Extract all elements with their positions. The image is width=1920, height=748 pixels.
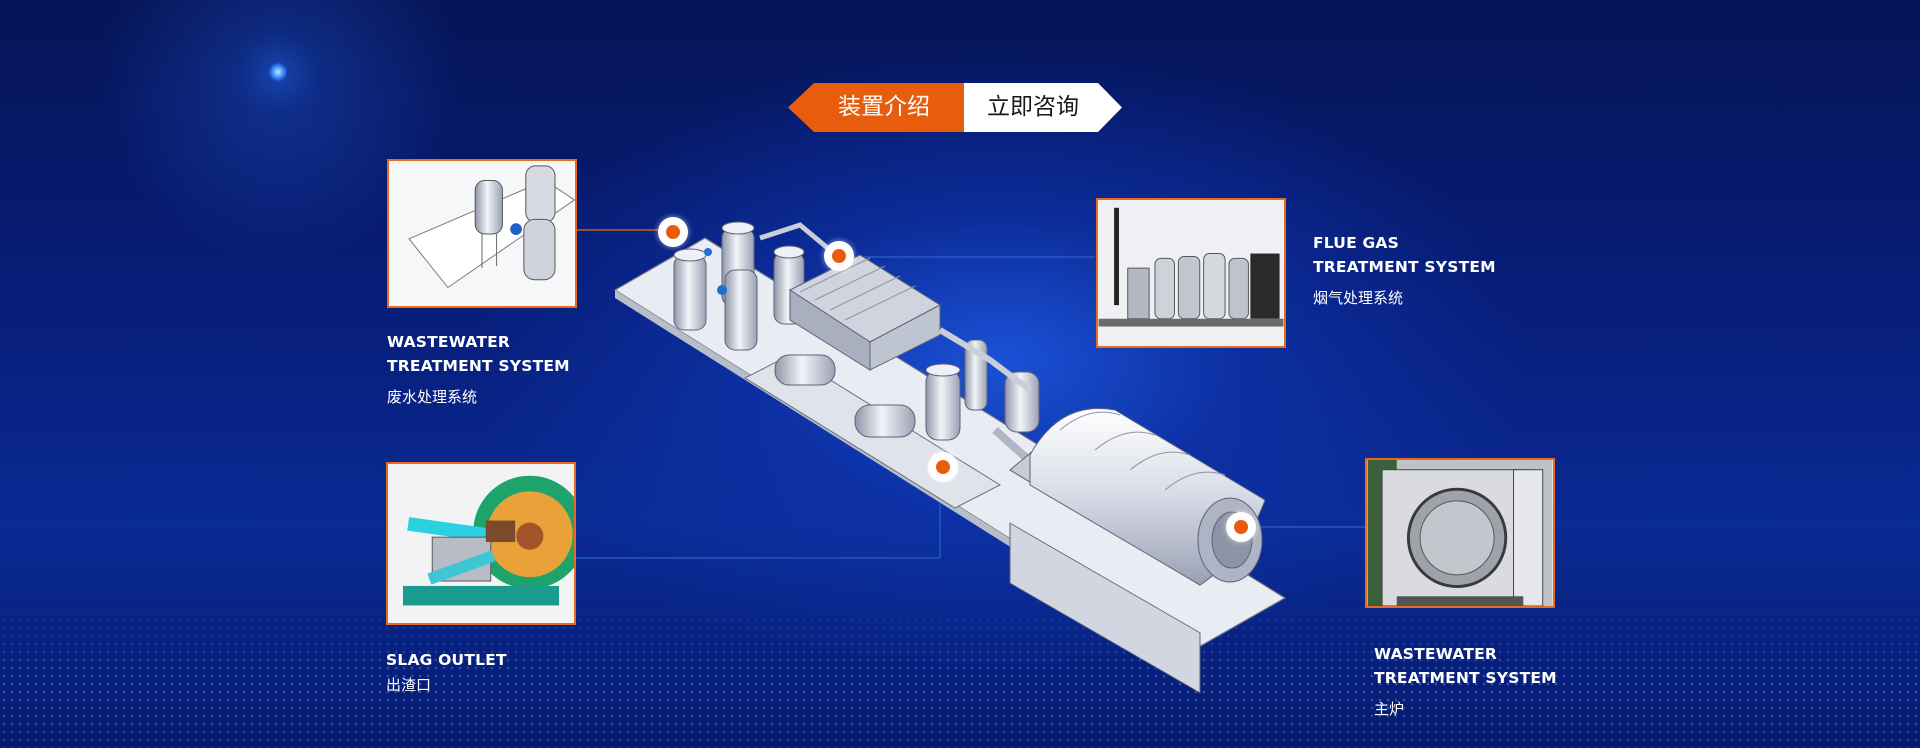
caption-title-line2: TREATMENT SYSTEM	[387, 357, 570, 375]
slag-outlet-thumbnail[interactable]	[386, 462, 576, 625]
caption-wastewater: WASTEWATER TREATMENT SYSTEM 废水处理系统	[387, 330, 570, 408]
wastewater-system-image	[389, 161, 575, 306]
caption-title-line1: SLAG OUTLET	[386, 651, 507, 669]
main-furnace-image	[1367, 460, 1553, 606]
caption-title-line1: WASTEWATER	[387, 333, 511, 351]
hotspot-slag-outlet[interactable]	[928, 452, 958, 482]
main-furnace-thumbnail[interactable]	[1365, 458, 1555, 608]
glow-dot-decoration	[268, 62, 288, 82]
caption-title-line1: WASTEWATER	[1374, 645, 1498, 663]
caption-subtitle: 出渣口	[386, 676, 432, 694]
caption-title-line1: FLUE GAS	[1313, 234, 1399, 252]
hotspot-wastewater[interactable]	[658, 217, 688, 247]
caption-subtitle: 废水处理系统	[387, 388, 478, 406]
caption-subtitle: 主炉	[1374, 700, 1405, 718]
hotspot-main-furnace[interactable]	[1226, 512, 1256, 542]
hotspot-flue-gas[interactable]	[824, 241, 854, 271]
tab-consult-now[interactable]: 立即咨询	[964, 83, 1122, 132]
caption-title-line2: TREATMENT SYSTEM	[1313, 258, 1496, 276]
slag-outlet-image	[388, 464, 574, 623]
caption-title-line2: TREATMENT SYSTEM	[1374, 669, 1557, 687]
flue-gas-system-image	[1098, 200, 1284, 346]
caption-flue-gas: FLUE GAS TREATMENT SYSTEM 烟气处理系统	[1313, 231, 1496, 309]
tab-device-intro[interactable]: 装置介绍	[788, 83, 964, 132]
caption-main-furnace: WASTEWATER TREATMENT SYSTEM 主炉	[1374, 642, 1557, 720]
dot-wave-decoration	[0, 600, 1920, 748]
flue-gas-thumbnail[interactable]	[1096, 198, 1286, 348]
caption-subtitle: 烟气处理系统	[1313, 289, 1404, 307]
wastewater-treatment-thumbnail[interactable]	[387, 159, 577, 308]
caption-slag-outlet: SLAG OUTLET 出渣口	[386, 648, 507, 696]
